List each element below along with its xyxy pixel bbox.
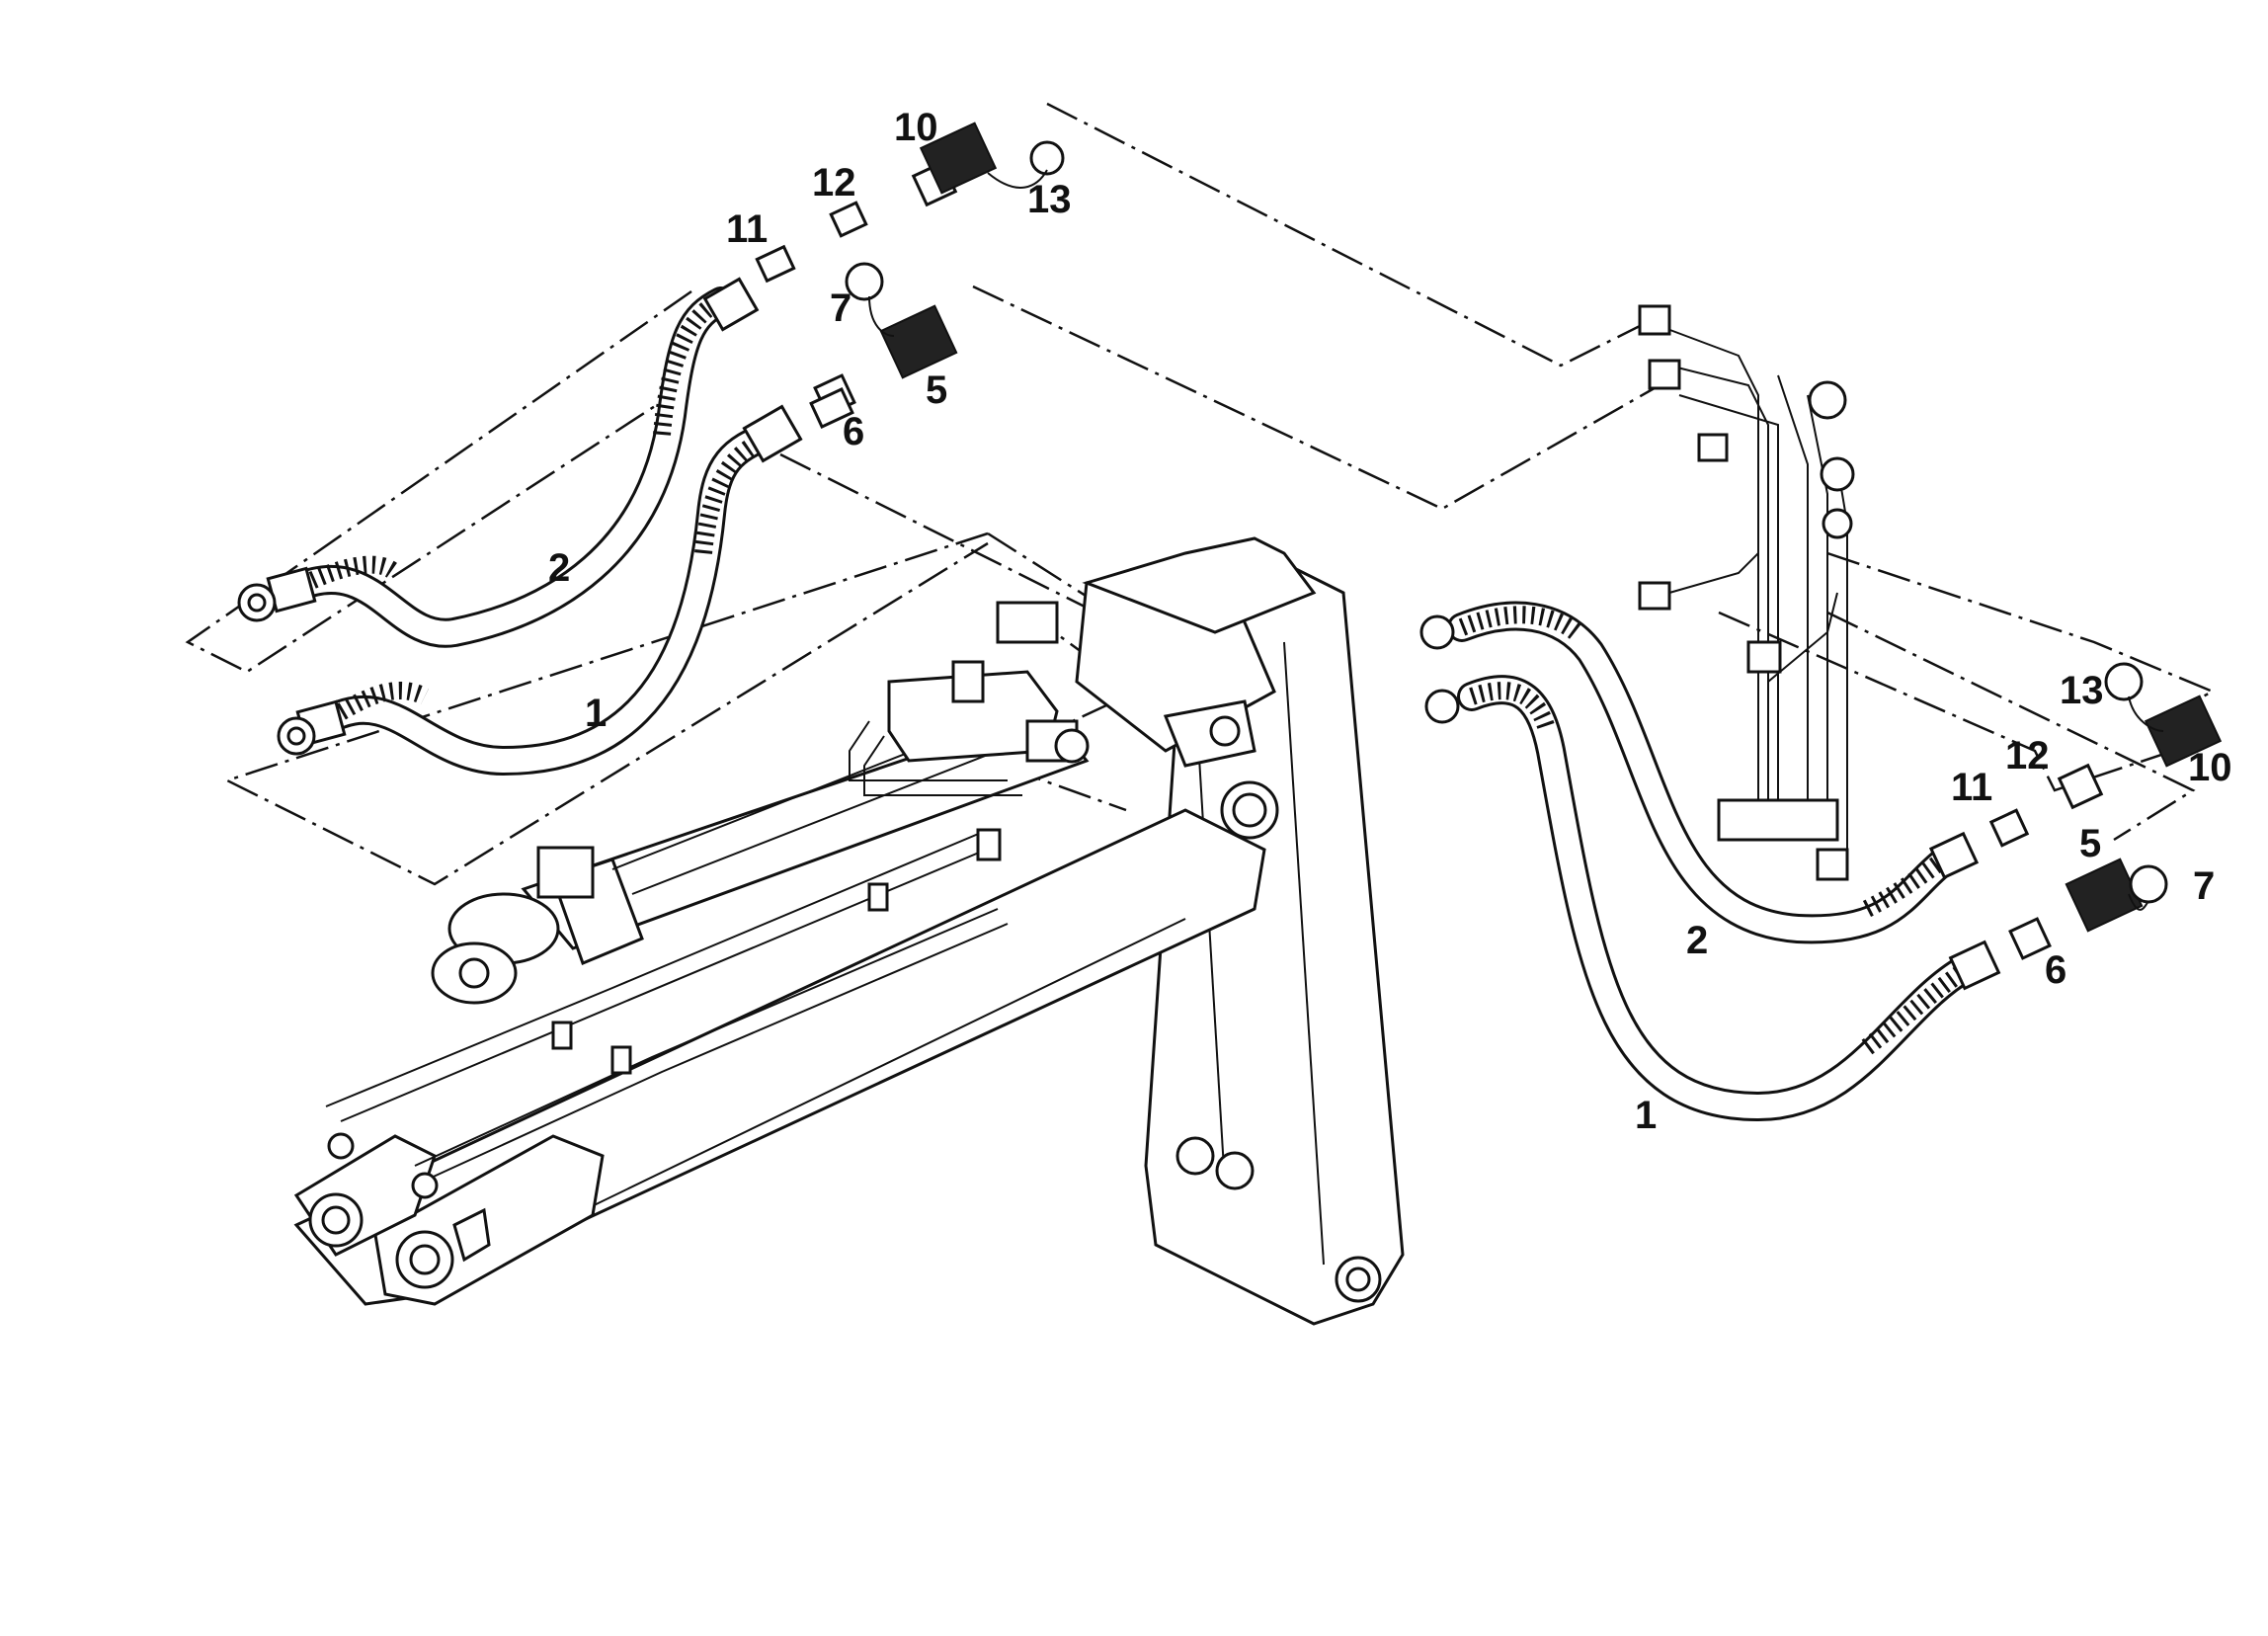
callout-1-right: 1: [1635, 1094, 1657, 1137]
right-coupling-set: [1988, 662, 2223, 960]
hose-2-left: [237, 277, 760, 648]
callout-10-right: 10: [2188, 746, 2232, 789]
callout-2-right: 2: [1686, 919, 1708, 962]
hose-1-left: [277, 404, 803, 776]
callout-11-right: 11: [1951, 766, 1992, 809]
callout-10-left: 10: [894, 106, 938, 149]
callout-7-left: 7: [830, 286, 851, 330]
left-coupling-set: [755, 122, 1065, 429]
right-callouts: 13 12 10 11 5 7 6 2 1: [1635, 669, 2232, 1137]
callout-11-left: 11: [726, 207, 768, 251]
callout-13-left: 13: [1027, 178, 1072, 221]
callout-12-left: 12: [812, 161, 856, 204]
hydraulic-cylinder: [325, 709, 1090, 1199]
hose-1-right: [1424, 675, 2001, 1121]
callout-7-right: 7: [2193, 864, 2215, 908]
callout-6-right: 6: [2045, 948, 2066, 992]
hose-2-right: [1419, 601, 1980, 944]
boom-arm-structure: [293, 536, 1405, 1326]
callout-2-left: 2: [548, 546, 570, 590]
callout-12-right: 12: [2005, 734, 2050, 777]
callout-13-right: 13: [2060, 669, 2104, 712]
callout-6-left: 6: [843, 410, 864, 453]
valve-block: [849, 601, 1256, 796]
callout-5-left: 5: [926, 368, 947, 412]
pipe-manifold: [1638, 304, 1855, 881]
callout-5-right: 5: [2079, 822, 2101, 865]
left-callouts: 10 12 13 11 7 5 6 2 1: [548, 106, 1072, 735]
callout-1-left: 1: [585, 692, 607, 735]
